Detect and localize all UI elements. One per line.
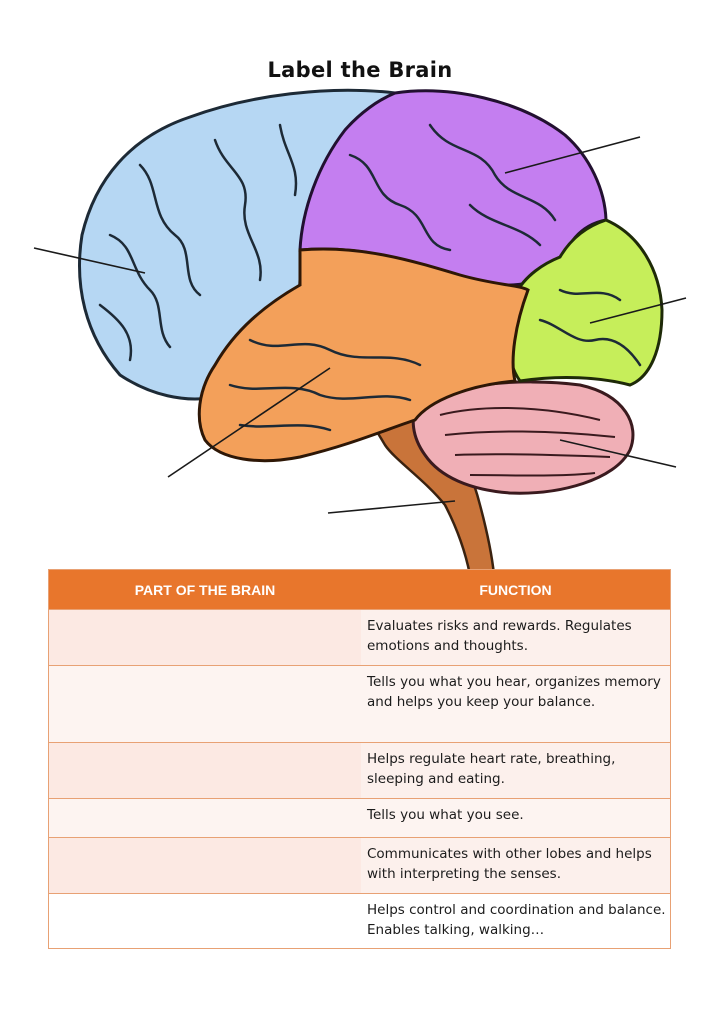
table-row: Helps regulate heart rate, breathing, sl… bbox=[49, 742, 670, 798]
pointer-cerebellum bbox=[559, 439, 677, 468]
part-cell[interactable] bbox=[49, 666, 361, 742]
function-cell: Helps regulate heart rate, breathing, sl… bbox=[361, 743, 670, 798]
table-body: Evaluates risks and rewards. Regulates e… bbox=[49, 609, 670, 948]
page-title: Label the Brain bbox=[267, 58, 453, 82]
header-part: PART OF THE BRAIN bbox=[134, 581, 276, 598]
brain-function-table: PART OF THE BRAIN FUNCTION Evaluates ris… bbox=[48, 569, 671, 949]
label-pointer-lines bbox=[33, 136, 687, 514]
function-cell: Tells you what you hear, organizes memor… bbox=[361, 666, 670, 742]
part-cell[interactable] bbox=[49, 743, 361, 798]
function-cell: Evaluates risks and rewards. Regulates e… bbox=[361, 610, 670, 665]
function-cell: Tells you what you see. bbox=[361, 799, 670, 837]
table-row: Tells you what you see. bbox=[49, 798, 670, 837]
part-cell[interactable] bbox=[49, 838, 361, 893]
part-cell[interactable] bbox=[49, 799, 361, 837]
part-cell[interactable] bbox=[49, 610, 361, 665]
temporal-lobe bbox=[197, 247, 530, 463]
cerebellum-folds bbox=[439, 407, 616, 477]
part-cell[interactable] bbox=[49, 894, 361, 948]
pointer-temporal bbox=[167, 367, 331, 478]
pointer-brain-stem bbox=[327, 500, 456, 514]
function-cell: Helps control and coordination and balan… bbox=[361, 894, 670, 948]
table-row: Communicates with other lobes and helps … bbox=[49, 837, 670, 893]
header-function: FUNCTION bbox=[479, 581, 552, 598]
table-row: Evaluates risks and rewards. Regulates e… bbox=[49, 609, 670, 665]
brain-diagram bbox=[33, 88, 687, 575]
occipital-lobe bbox=[506, 218, 664, 387]
pointer-frontal bbox=[33, 247, 146, 274]
table-row: Helps control and coordination and balan… bbox=[49, 893, 670, 948]
pointer-parietal bbox=[504, 136, 641, 174]
brain-folds bbox=[98, 123, 642, 432]
function-cell: Communicates with other lobes and helps … bbox=[361, 838, 670, 893]
table-header: PART OF THE BRAIN FUNCTION bbox=[49, 570, 670, 609]
pointer-occipital bbox=[589, 297, 687, 324]
table-row: Tells you what you hear, organizes memor… bbox=[49, 665, 670, 742]
